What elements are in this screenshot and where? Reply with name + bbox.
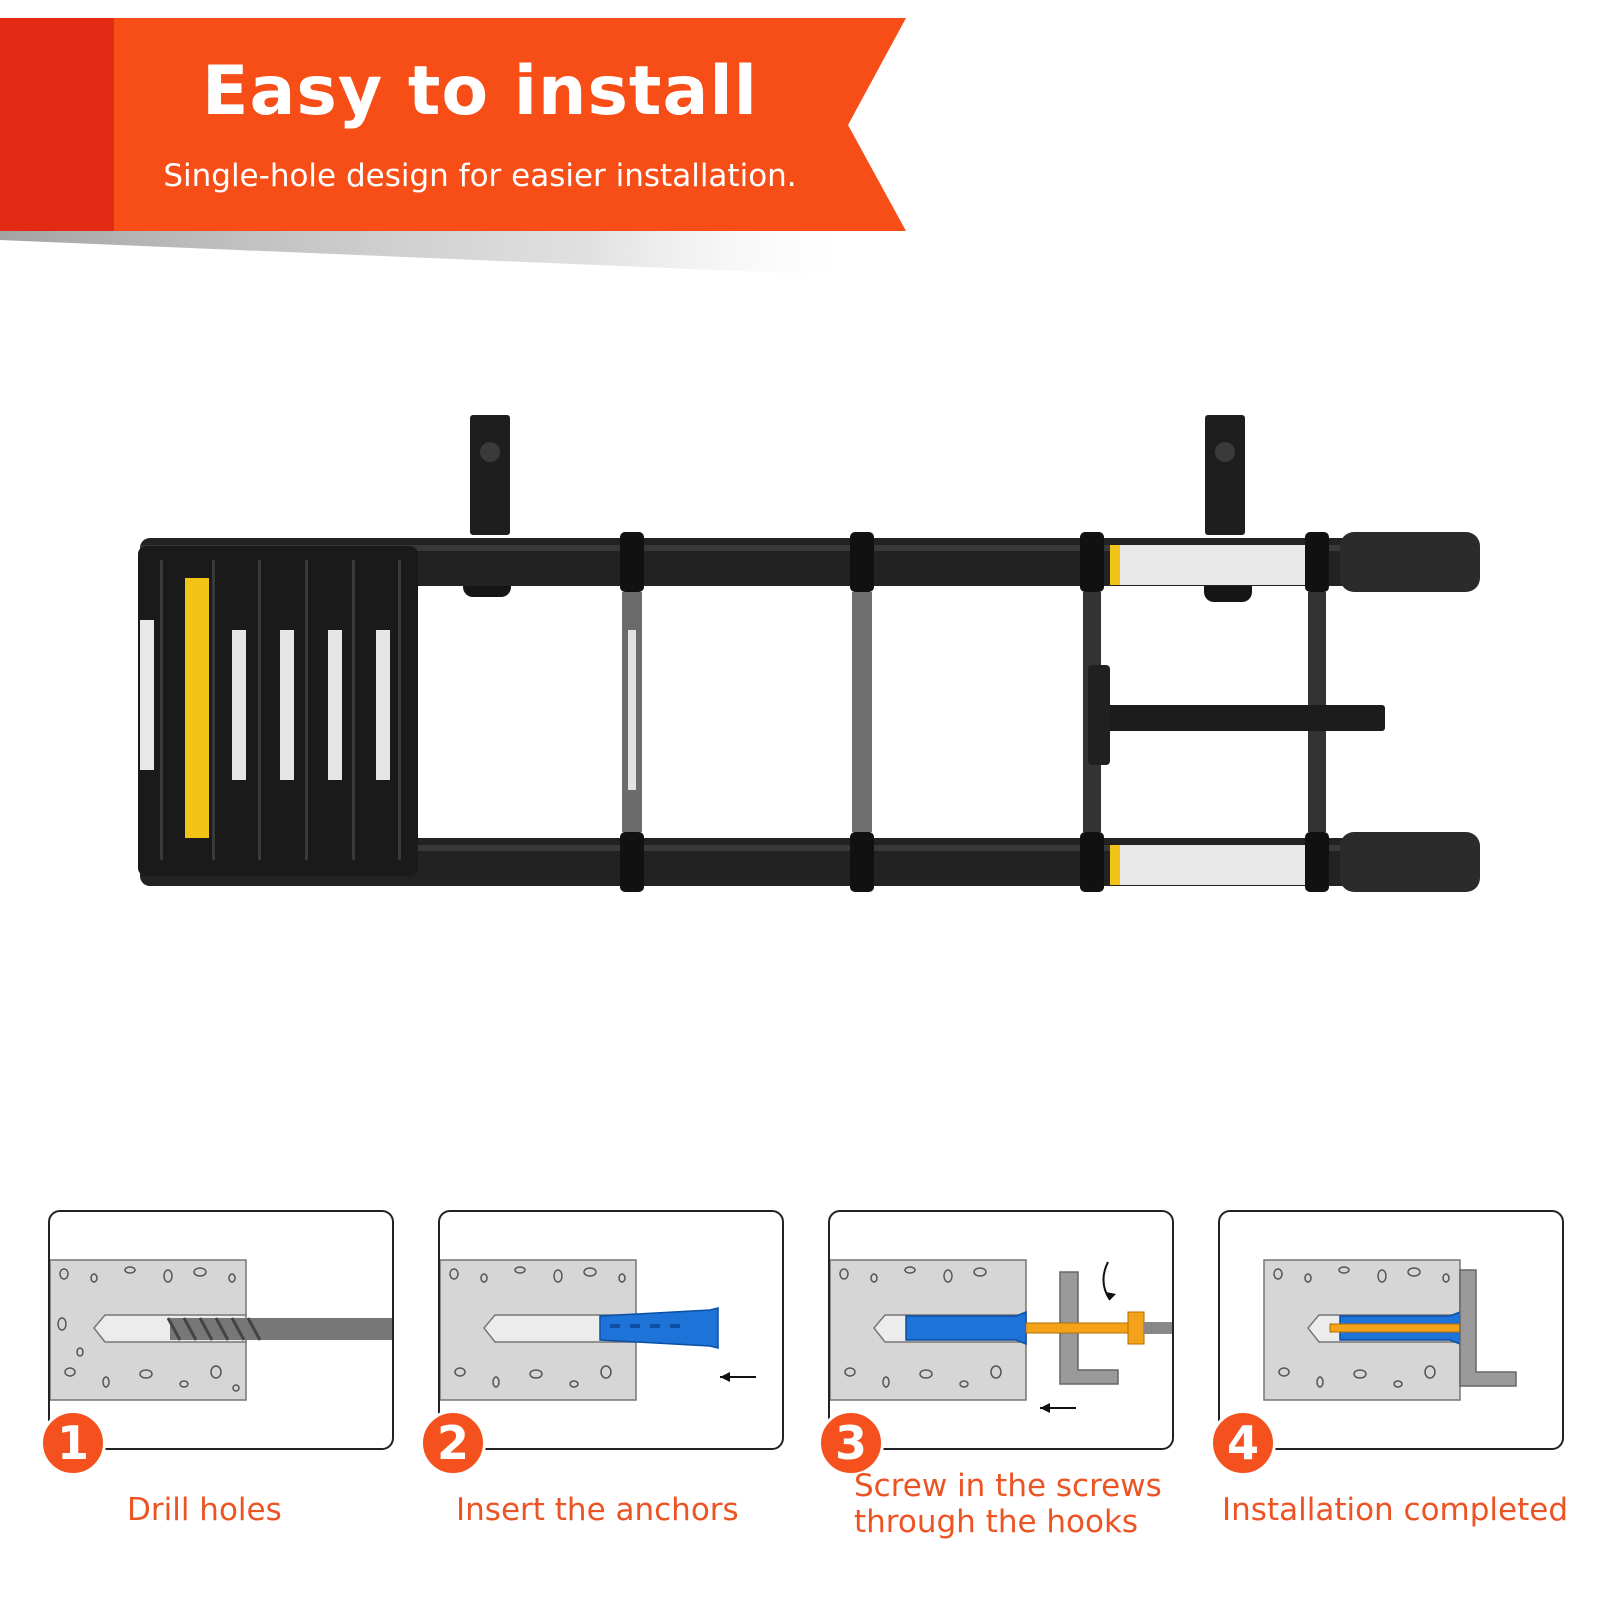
step-4-label: Installation completed [1222,1492,1569,1528]
step-1-card [48,1210,394,1450]
step-3-label-line-2: through the hooks [854,1504,1139,1540]
wall-anchor-icon [440,1259,756,1401]
banner-title: Easy to install [202,52,758,131]
step-1-label: Drill holes [127,1492,282,1528]
telescopic-ladder-illustration [138,415,1480,892]
step-4-card [1218,1210,1564,1450]
step-3-label-line-1: Screw in the screws [854,1468,1162,1504]
screw-hook-icon [830,1259,1172,1413]
step-2-card [438,1210,784,1450]
banner-subtitle: Single-hole design for easier installati… [163,158,797,194]
header-banner [0,18,906,275]
step-3-card [828,1210,1174,1450]
step-1-number-badge: 1 [40,1410,106,1476]
hook-installed-icon [1263,1259,1517,1401]
step-4-number-badge: 4 [1210,1410,1276,1476]
step-2-number-badge: 2 [420,1410,486,1476]
drill-bit-icon [50,1259,392,1401]
step-2-label: Insert the anchors [456,1492,739,1528]
step-3-number-badge: 3 [818,1410,884,1476]
